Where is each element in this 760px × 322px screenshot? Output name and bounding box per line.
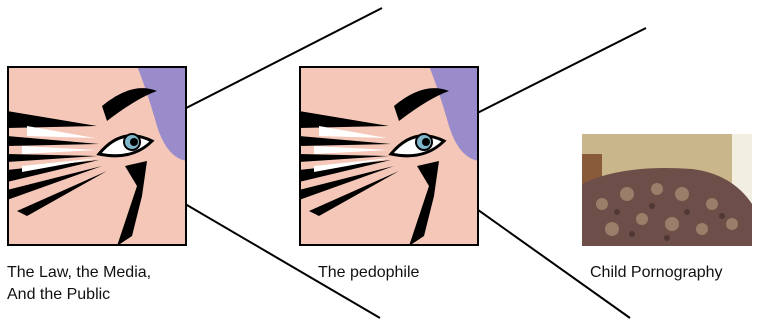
caption-2: The pedophile — [318, 262, 419, 284]
eye-image-1 — [7, 66, 187, 246]
caption-2-line-1: The pedophile — [318, 262, 419, 284]
caption-1-line-1: The Law, the Media, — [7, 262, 151, 284]
caption-3-line-1: Child Pornography — [590, 262, 723, 284]
eye-image-2 — [299, 66, 479, 246]
caption-1: The Law, the Media, And the Public — [7, 262, 151, 306]
caption-1-line-2: And the Public — [7, 284, 151, 306]
caption-3: Child Pornography — [590, 262, 723, 284]
bed-photo — [582, 134, 752, 246]
